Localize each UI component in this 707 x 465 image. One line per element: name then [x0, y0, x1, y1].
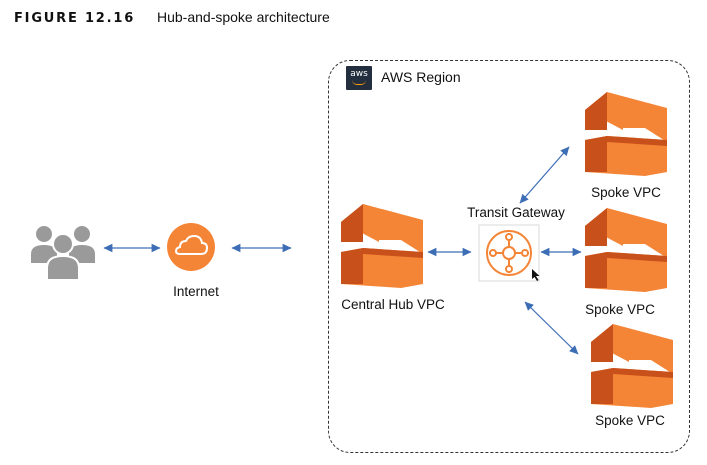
cursor-icon	[532, 269, 540, 281]
figure-title: Hub-and-spoke architecture	[156, 9, 330, 25]
arrow-transit-spoke-top	[519, 146, 570, 204]
spoke-vpc-top-label: Spoke VPC	[591, 185, 661, 200]
arrow-transit-spoke-bottom	[524, 301, 579, 355]
transit-gateway-icon	[478, 224, 540, 282]
transit-gateway-label: Transit Gateway	[467, 205, 565, 220]
figure-number: FIGURE 12.16	[14, 11, 136, 26]
aws-region-boundary	[328, 60, 690, 453]
spoke-vpc-bottom-label: Spoke VPC	[595, 413, 665, 428]
aws-region-label: AWS Region	[381, 69, 461, 85]
spoke-vpc-middle-label: Spoke VPC	[585, 302, 655, 317]
users-icon	[29, 224, 97, 281]
aws-logo-icon: aws	[346, 66, 372, 90]
spoke-vpc-middle-icon	[585, 208, 667, 292]
central-hub-vpc-label: Central Hub VPC	[341, 297, 445, 312]
spoke-vpc-top-icon	[585, 92, 667, 176]
internet-label: Internet	[173, 284, 219, 299]
spoke-vpc-bottom-icon	[591, 324, 673, 408]
internet-cloud-icon	[167, 223, 215, 271]
figure-caption: FIGURE 12.16 Hub-and-spoke architecture	[14, 9, 330, 26]
central-hub-vpc-icon	[341, 204, 423, 288]
